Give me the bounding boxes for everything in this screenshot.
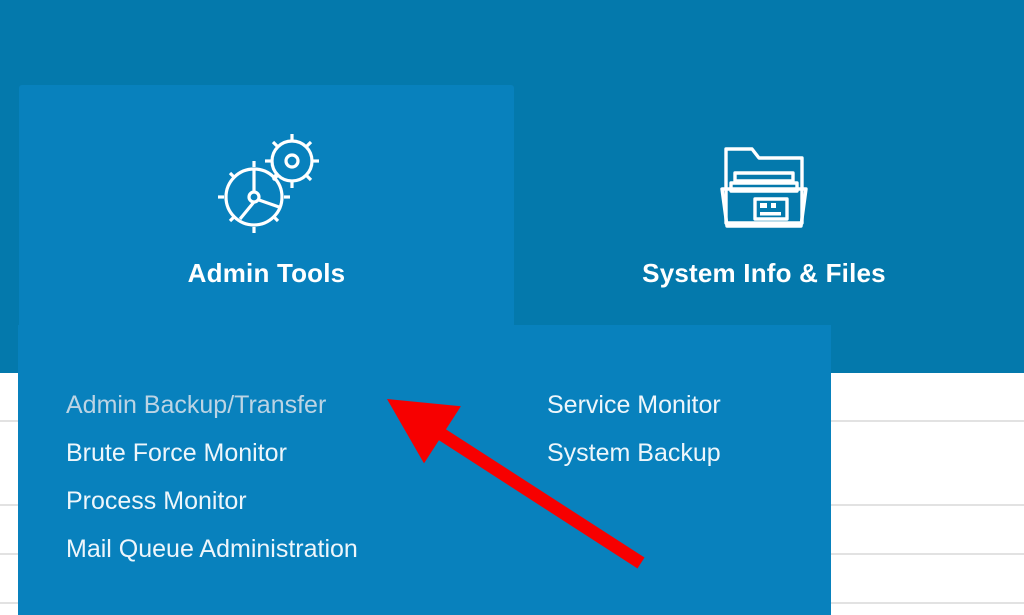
menu-item-brute-force-monitor[interactable]: Brute Force Monitor xyxy=(66,439,287,467)
menu-item-mail-queue-administration[interactable]: Mail Queue Administration xyxy=(66,535,358,563)
menu-item-system-backup[interactable]: System Backup xyxy=(547,439,721,467)
nav-tile-system-info-files[interactable]: System Info & Files xyxy=(514,85,1014,373)
dropdown-menu-column-left: Admin Backup/Transfer Brute Force Monito… xyxy=(66,325,358,573)
nav-tile-label: Admin Tools xyxy=(187,258,346,288)
nav-tile-bar: Admin Tools xyxy=(19,85,1014,373)
dropdown-menu-column-right: Service Monitor System Backup xyxy=(547,325,721,477)
dropdown-menu-admin-tools: Admin Backup/Transfer Brute Force Monito… xyxy=(18,325,831,615)
gears-icon xyxy=(212,131,322,236)
menu-item-service-monitor[interactable]: Service Monitor xyxy=(547,391,721,419)
open-folder-files-icon xyxy=(709,131,819,236)
nav-tile-label: System Info & Files xyxy=(642,258,886,288)
menu-item-admin-backup-transfer[interactable]: Admin Backup/Transfer xyxy=(66,391,327,419)
menu-item-process-monitor[interactable]: Process Monitor xyxy=(66,487,247,515)
